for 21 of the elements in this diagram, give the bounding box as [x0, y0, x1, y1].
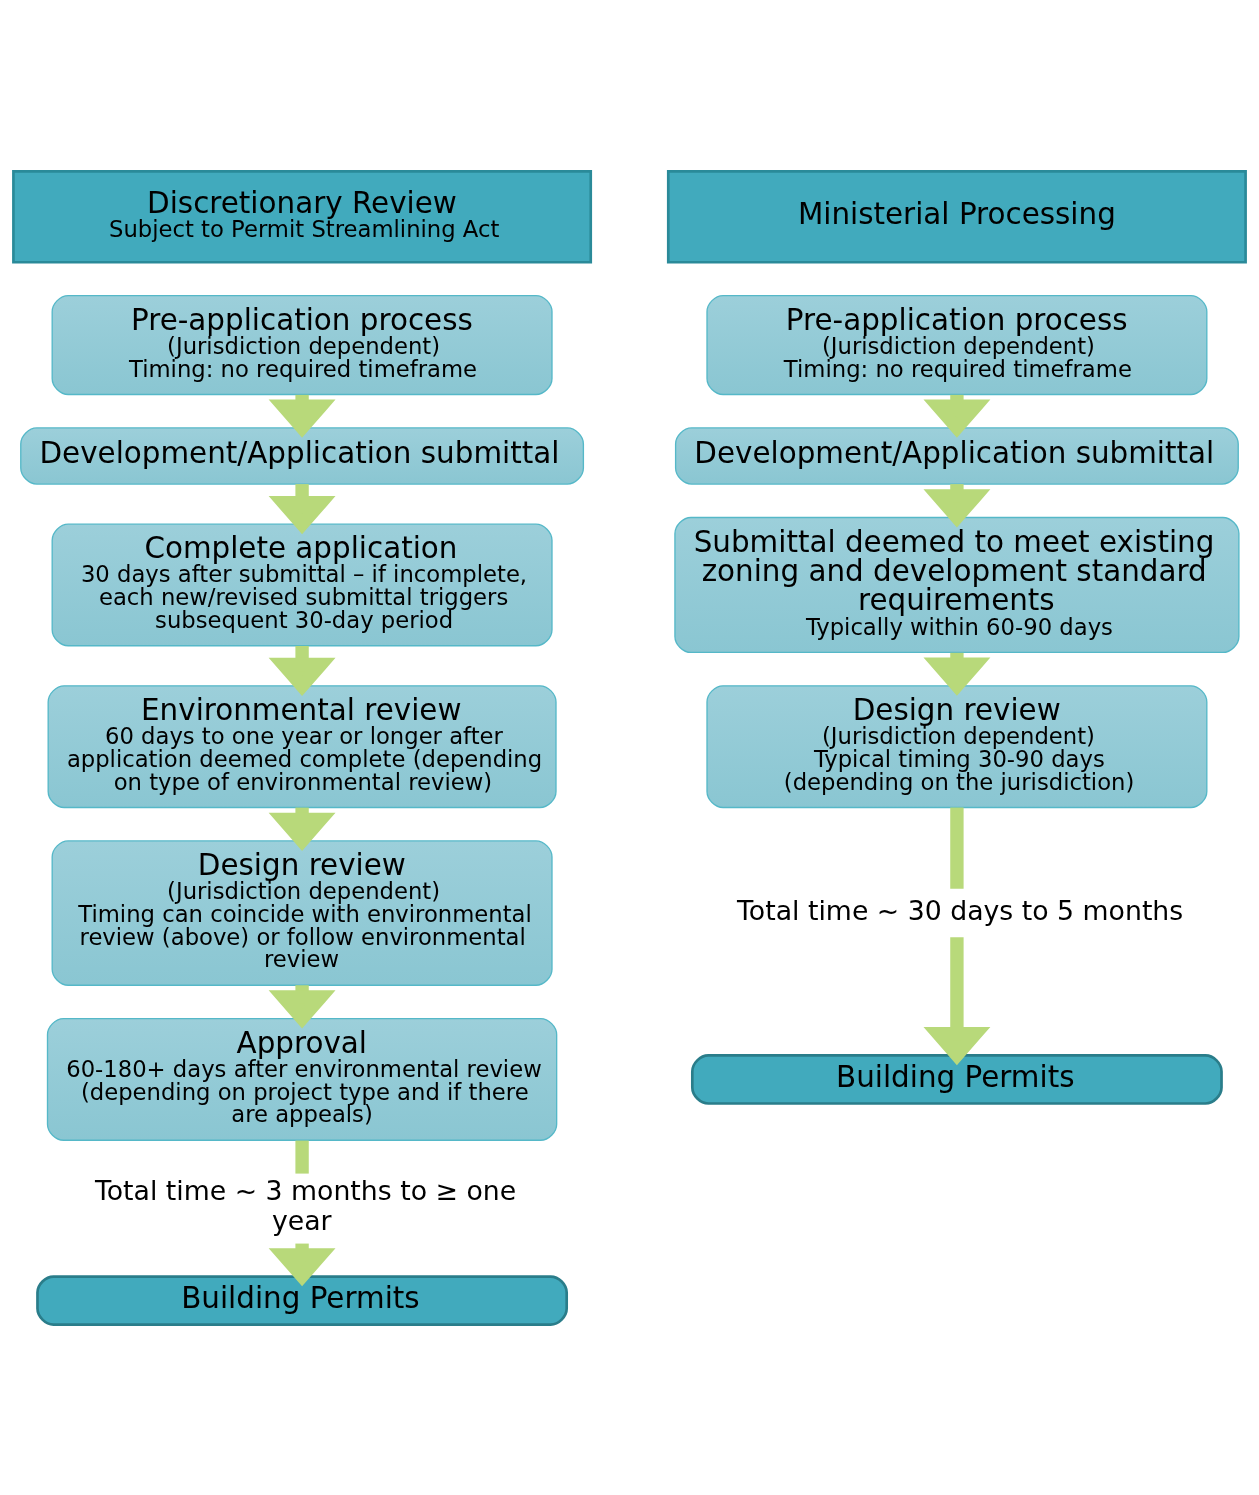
node-text: Total time ~ 3 months to ≥ one year	[94, 1174, 517, 1236]
node-box: Discretionary Review Subject to Permit Streamlining Act	[12, 169, 593, 264]
node-box: Building Permits	[690, 1053, 1223, 1105]
connector	[295, 1140, 309, 1174]
node-text: Total time ~ 30 days to 5 months	[737, 894, 1184, 926]
node-box: Development/Application submittal	[674, 426, 1239, 485]
arrow	[268, 483, 336, 534]
node-box: Design review (Jurisdiction dependent) Typical timing 30-90 days (depending on the jurisdiction)	[706, 684, 1208, 808]
node-box: Pre-application process (Jurisdiction dependent) Timing: no required timeframe	[51, 294, 553, 395]
node-box: Ministerial Processing	[666, 169, 1247, 264]
node-box: Environmental review 60 days to one year or longer after application deemed complete (depending on type of environmental review)	[47, 684, 557, 808]
arrow	[923, 936, 991, 1065]
node-box: Approval 60-180+ days after environmental review (depending on project type and if there are appeals)	[46, 1017, 558, 1141]
node-box: Pre-application process (Jurisdiction dependent) Timing: no required timeframe	[706, 294, 1208, 395]
arrow	[268, 645, 336, 696]
node-box: Complete application 30 days after submittal – if incomplete, each new/revised submittal triggers subsequent 30-day period	[51, 523, 553, 646]
connector	[950, 807, 964, 889]
node-box: Submittal deemed to meet existing zoning and development standard requirements Typically within 60-90 days	[674, 516, 1240, 653]
node-box: Design review (Jurisdiction dependent) Timing can coincide with environmental review (above) or follow environmental review	[51, 839, 553, 986]
node-box: Development/Application submittal	[20, 426, 585, 485]
node-box: Building Permits	[36, 1274, 569, 1326]
